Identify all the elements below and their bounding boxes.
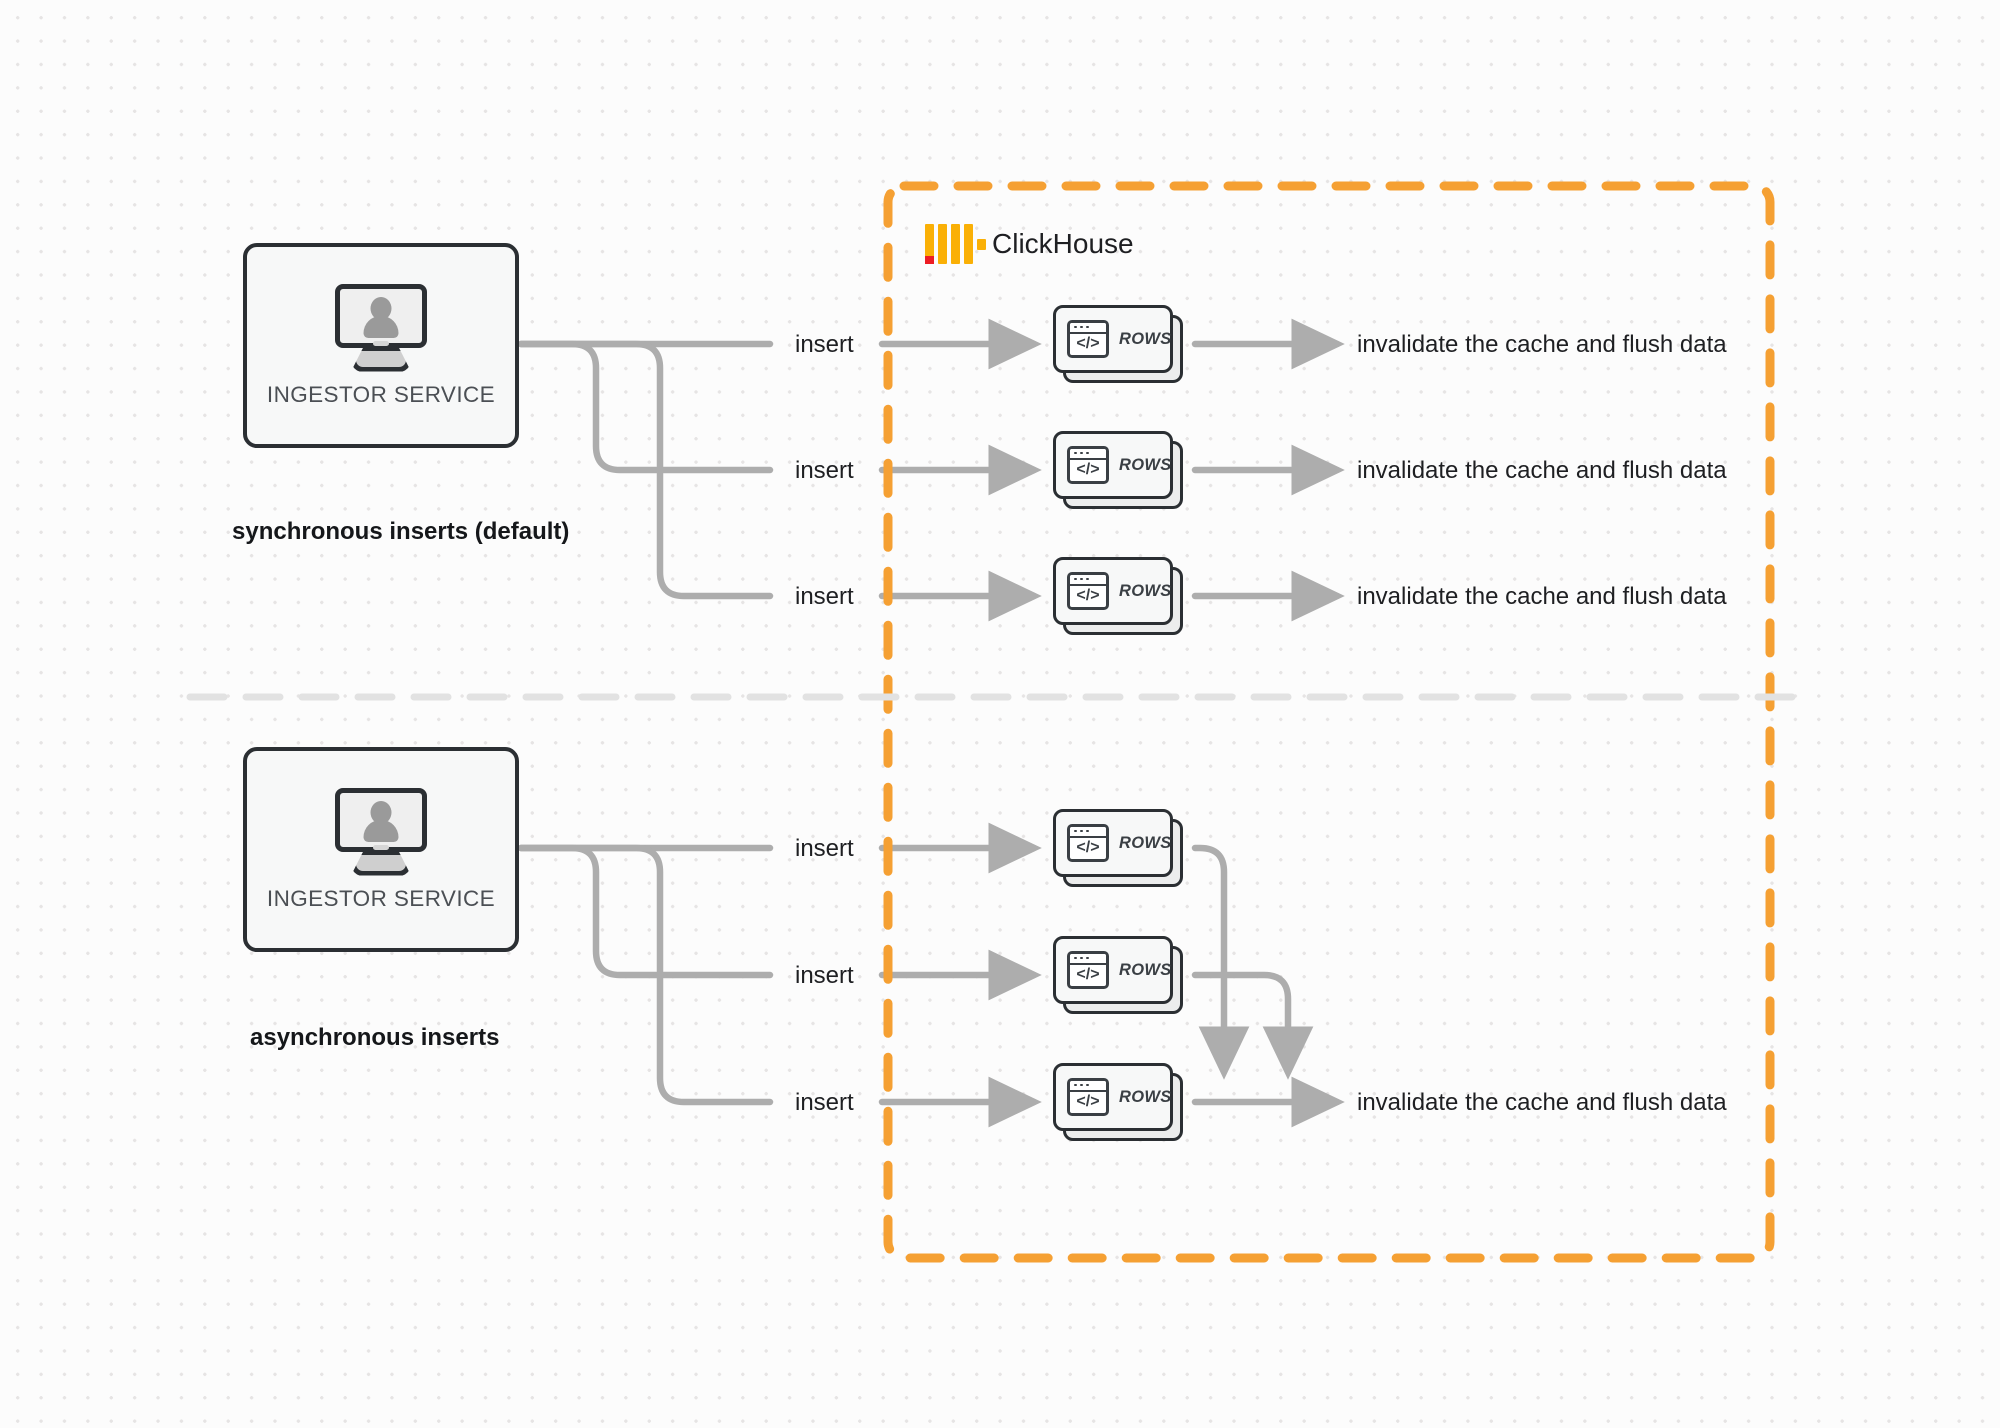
- rows-node-label: ROWS: [1119, 833, 1172, 852]
- converge-async-1: [1191, 844, 1250, 1080]
- caption-synchronous: synchronous inserts (default): [232, 518, 570, 545]
- monitor-user-icon: [329, 283, 433, 376]
- clickhouse-label: ClickHouse: [992, 228, 1134, 259]
- rows-node-async-1[interactable]: </> ROWS: [1053, 809, 1183, 887]
- ingestor-service-async[interactable]: INGESTOR SERVICE: [243, 747, 519, 952]
- rows-node-label: ROWS: [1119, 581, 1172, 600]
- ingestor-service-sync[interactable]: INGESTOR SERVICE: [243, 243, 519, 448]
- insert-label-async-1: insert: [795, 835, 854, 862]
- result-label-sync-3: invalidate the cache and flush data: [1357, 583, 1727, 610]
- code-window-icon: </>: [1067, 951, 1109, 989]
- ingestor-service-label: INGESTOR SERVICE: [266, 381, 496, 407]
- code-window-icon: </>: [1067, 572, 1109, 610]
- insert-label-async-2: insert: [795, 962, 854, 989]
- fanout-async-3: [517, 844, 774, 1106]
- rows-node-sync-3[interactable]: </> ROWS: [1053, 557, 1183, 635]
- clickhouse-brand: ClickHouse: [925, 224, 1134, 264]
- ingestor-service-label: INGESTOR SERVICE: [266, 885, 496, 911]
- caption-asynchronous: asynchronous inserts: [250, 1024, 500, 1051]
- rows-node-label: ROWS: [1119, 455, 1172, 474]
- code-window-icon: </>: [1067, 1078, 1109, 1116]
- rows-node-async-3[interactable]: </> ROWS: [1053, 1063, 1183, 1141]
- fanout-sync-2: [517, 340, 774, 474]
- code-window-icon: </>: [1067, 446, 1109, 484]
- insert-label-sync-3: insert: [795, 583, 854, 610]
- clickhouse-logo: [925, 224, 986, 264]
- rows-node-label: ROWS: [1119, 960, 1172, 979]
- rows-node-async-2[interactable]: </> ROWS: [1053, 936, 1183, 1014]
- fanout-sync-3: [517, 340, 774, 600]
- insert-label-async-3: insert: [795, 1089, 854, 1116]
- result-label-sync-1: invalidate the cache and flush data: [1357, 331, 1727, 358]
- monitor-user-icon: [329, 787, 433, 880]
- code-window-icon: </>: [1067, 824, 1109, 862]
- insert-label-sync-1: insert: [795, 331, 854, 358]
- code-window-icon: </>: [1067, 320, 1109, 358]
- fanout-async-2: [517, 844, 774, 979]
- rows-node-sync-2[interactable]: </> ROWS: [1053, 431, 1183, 509]
- result-label-sync-2: invalidate the cache and flush data: [1357, 457, 1727, 484]
- result-label-async: invalidate the cache and flush data: [1357, 1089, 1727, 1116]
- rows-node-sync-1[interactable]: </> ROWS: [1053, 305, 1183, 383]
- insert-label-sync-2: insert: [795, 457, 854, 484]
- rows-node-label: ROWS: [1119, 329, 1172, 348]
- converge-async-2: [1191, 971, 1314, 1080]
- rows-node-label: ROWS: [1119, 1087, 1172, 1106]
